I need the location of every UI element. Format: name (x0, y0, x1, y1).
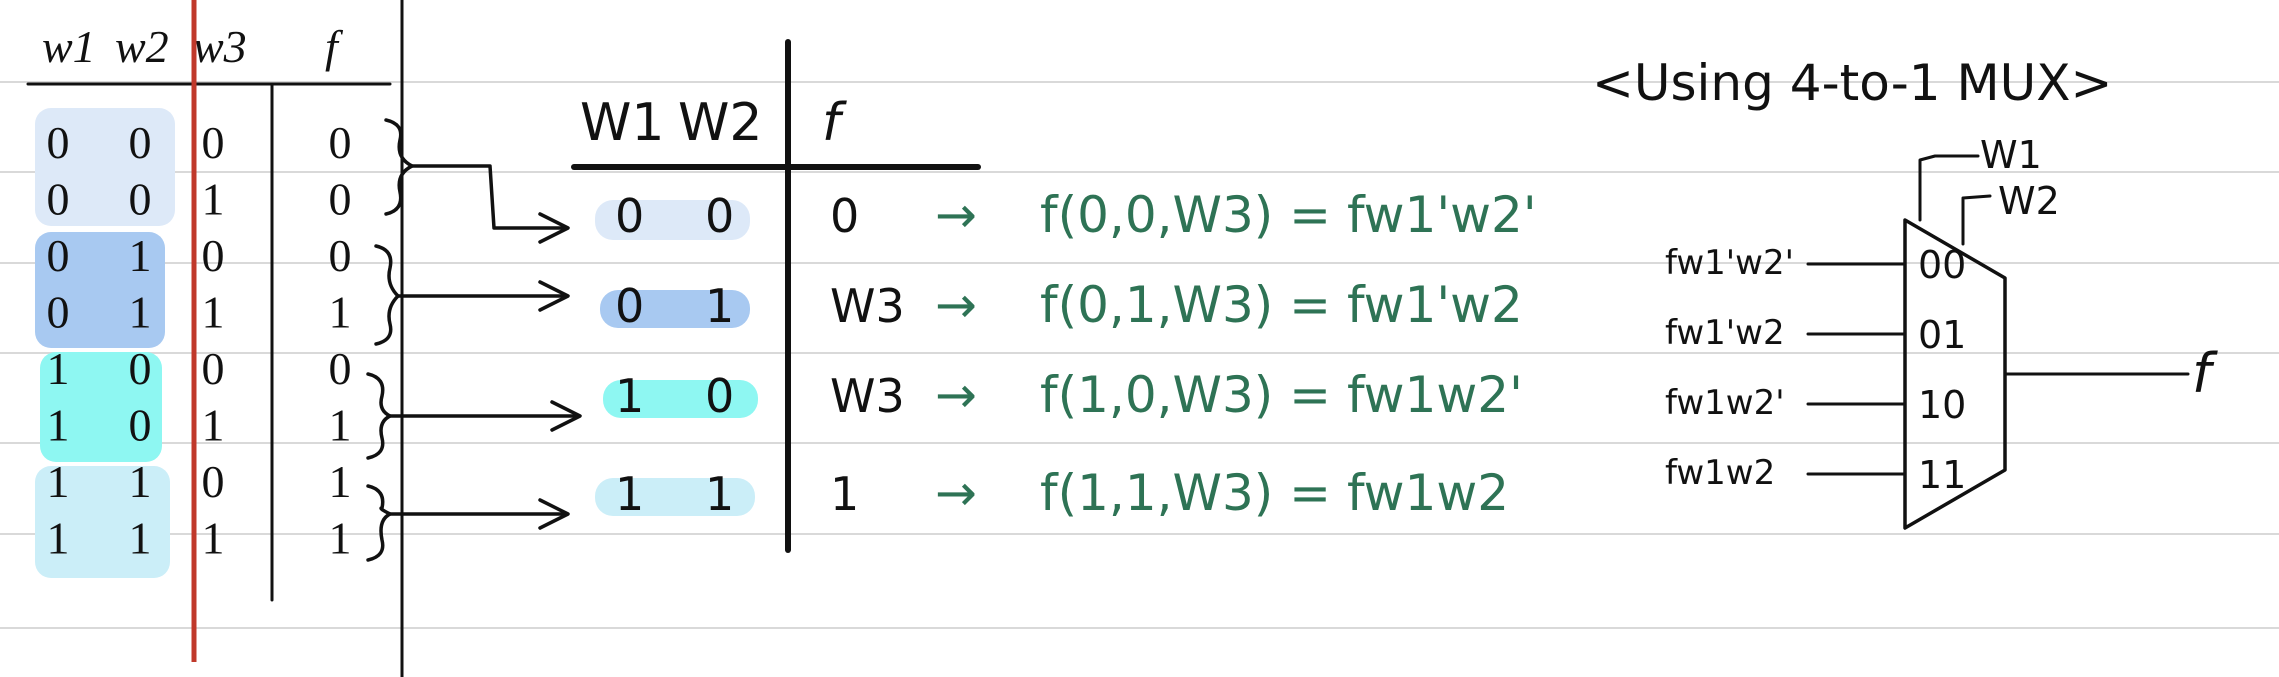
mux-body (1903, 218, 2007, 530)
truth-table-cell: 0 (329, 343, 352, 394)
truth-table-cell: 1 (329, 400, 352, 451)
arrowhead-10 (550, 400, 582, 432)
truth-table-cell: 1 (129, 287, 152, 338)
mux-input-label: fw1'w2' (1665, 243, 1794, 283)
truth-table-cell: 1 (329, 456, 352, 507)
highlight-w1w2-00 (35, 108, 175, 226)
truth-table-cell: 0 (202, 343, 225, 394)
derivation-expression: f(0,0,W3) = fw1'w2' (1040, 186, 1537, 244)
truth-table-cell: 0 (129, 343, 152, 394)
truth-table-cell: 0 (47, 230, 70, 281)
reduced-cell-f: W3 (830, 369, 905, 423)
derivation-expression: f(0,1,W3) = fw1'w2 (1040, 276, 1523, 334)
truth-table-cell: 1 (329, 513, 352, 564)
reduced-cell-f: 1 (830, 467, 859, 521)
mux-input-code: 11 (1918, 453, 1966, 497)
reduced-cell-w2: 0 (705, 369, 734, 423)
truth-table-cell: 0 (202, 117, 225, 168)
derivation-expression: f(1,1,W3) = fw1w2 (1040, 464, 1509, 522)
truth-table-header: w1 w2 w3 f (42, 21, 344, 72)
truth-table-cell: 1 (129, 513, 152, 564)
mux-title: <Using 4-to-1 MUX> (1592, 54, 2112, 112)
arrowhead-01 (538, 280, 570, 312)
brace-10 (366, 372, 392, 460)
arrowhead-00 (538, 212, 570, 244)
select-label-w2: W2 (1998, 179, 2060, 223)
reduced-cell-w1: 0 (615, 279, 644, 333)
brace-11 (366, 484, 392, 562)
truth-table-cell: 0 (129, 117, 152, 168)
reduced-highlight-11 (595, 478, 755, 516)
truth-table-cell: 1 (202, 287, 225, 338)
reduced-cell-w2: 0 (705, 189, 734, 243)
truth-table-cell: 0 (47, 117, 70, 168)
header-w3: w3 (193, 21, 247, 72)
mux-input-label: fw1'w2 (1665, 313, 1785, 353)
reduced-cell-f: 0 (830, 189, 859, 243)
reduced-highlight-10 (603, 380, 758, 418)
truth-table-cell: 1 (202, 513, 225, 564)
highlight-w1w2-01 (35, 232, 165, 348)
truth-table-cell: 0 (47, 287, 70, 338)
derivation-arrow: → (935, 366, 977, 424)
truth-table-cell: 1 (47, 513, 70, 564)
truth-table-cell: 1 (47, 456, 70, 507)
highlight-w1w2-11 (35, 466, 170, 578)
mux-input-label: fw1w2 (1665, 453, 1775, 493)
mux-input-code: 10 (1918, 383, 1966, 427)
reduced-cell-w1: 0 (615, 189, 644, 243)
brace-01 (374, 244, 400, 346)
derivation-arrow: → (935, 276, 977, 334)
reduced-header-f: f (822, 93, 847, 153)
reduced-cell-w1: 1 (615, 467, 644, 521)
mux-input-label: fw1w2' (1665, 383, 1785, 423)
select-line-w2 (1961, 194, 1992, 246)
reduced-header-w2: W2 (678, 93, 763, 153)
truth-table-cell: 0 (129, 174, 152, 225)
arrowhead-11 (538, 498, 570, 530)
reduced-cell-f: W3 (830, 279, 905, 333)
header-w2: w2 (115, 21, 169, 72)
mux-output-label: f (2192, 342, 2218, 405)
mux-diagram: W1 W2 fw1'w2' 00 fw1'w2 01 fw1w2' 10 fw1w2 11 f (1665, 133, 2218, 530)
truth-table-cell: 1 (129, 456, 152, 507)
truth-table-cell: 1 (202, 400, 225, 451)
derivation-expression: f(1,0,W3) = fw1w2' (1040, 366, 1523, 424)
reduced-cell-w2: 1 (705, 467, 734, 521)
select-line-w1 (1918, 154, 1980, 222)
brace-00 (384, 118, 414, 216)
connector-00 (410, 164, 568, 230)
truth-table-cell: 1 (329, 287, 352, 338)
highlight-w1w2-10 (40, 352, 162, 462)
truth-table-cell: 0 (129, 400, 152, 451)
header-f: f (325, 21, 344, 72)
reduced-cell-w1: 1 (615, 369, 644, 423)
mux-input-code: 00 (1918, 243, 1966, 287)
truth-table-cell: 0 (202, 456, 225, 507)
truth-table-cell: 0 (329, 230, 352, 281)
truth-table-cell: 1 (202, 174, 225, 225)
derivation-arrow: → (935, 186, 977, 244)
header-w1: w1 (42, 21, 96, 72)
braces-and-arrows (366, 118, 582, 562)
mux-input-code: 01 (1918, 313, 1966, 357)
truth-table-cell: 0 (329, 117, 352, 168)
reduced-highlight-01 (600, 290, 750, 328)
select-label-w1: W1 (1980, 133, 2042, 177)
truth-table-cell: 1 (47, 343, 70, 394)
reduced-cell-w2: 1 (705, 279, 734, 333)
reduced-header-w1: W1 (580, 93, 665, 153)
truth-table-cell: 1 (129, 230, 152, 281)
truth-table-cell: 0 (202, 230, 225, 281)
derivation-arrow: → (935, 464, 977, 522)
truth-table-cell: 1 (47, 400, 70, 451)
reduced-highlight-00 (595, 200, 750, 240)
mux-inputs: fw1'w2' 00 fw1'w2 01 fw1w2' 10 fw1w2 11 (1665, 243, 1966, 497)
truth-table-cell: 0 (47, 174, 70, 225)
truth-table-cell: 0 (329, 174, 352, 225)
